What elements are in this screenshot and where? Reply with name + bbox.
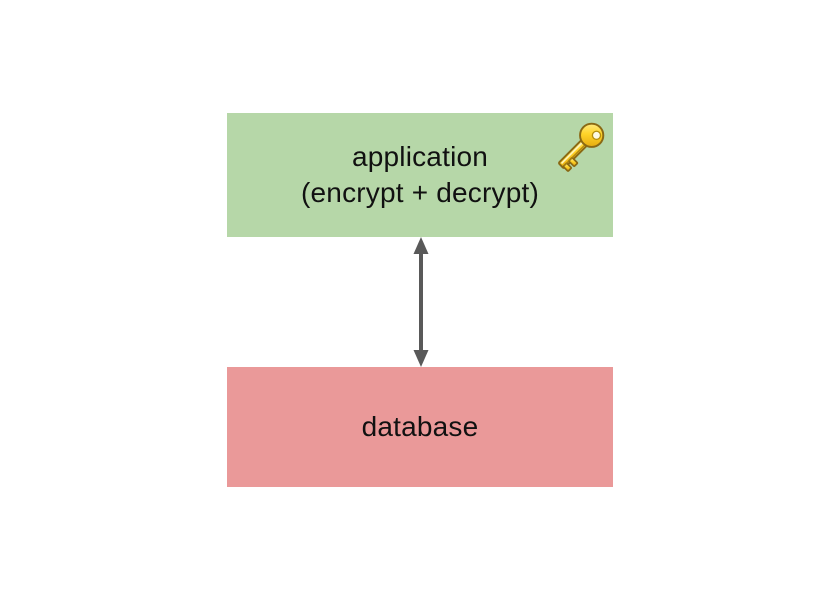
- double-arrow-connector: [413, 237, 429, 367]
- key-icon: [548, 115, 610, 181]
- connector-arrowhead-top: [413, 237, 429, 254]
- database-box: database: [227, 367, 613, 487]
- application-label-line2: (encrypt + decrypt): [301, 177, 539, 208]
- database-label: database: [361, 411, 479, 442]
- application-box: application (encrypt + decrypt): [227, 113, 613, 237]
- application-label-line1: application: [351, 141, 489, 172]
- connector-arrowhead-bottom: [413, 350, 429, 367]
- application-label: application (encrypt + decrypt): [301, 139, 539, 211]
